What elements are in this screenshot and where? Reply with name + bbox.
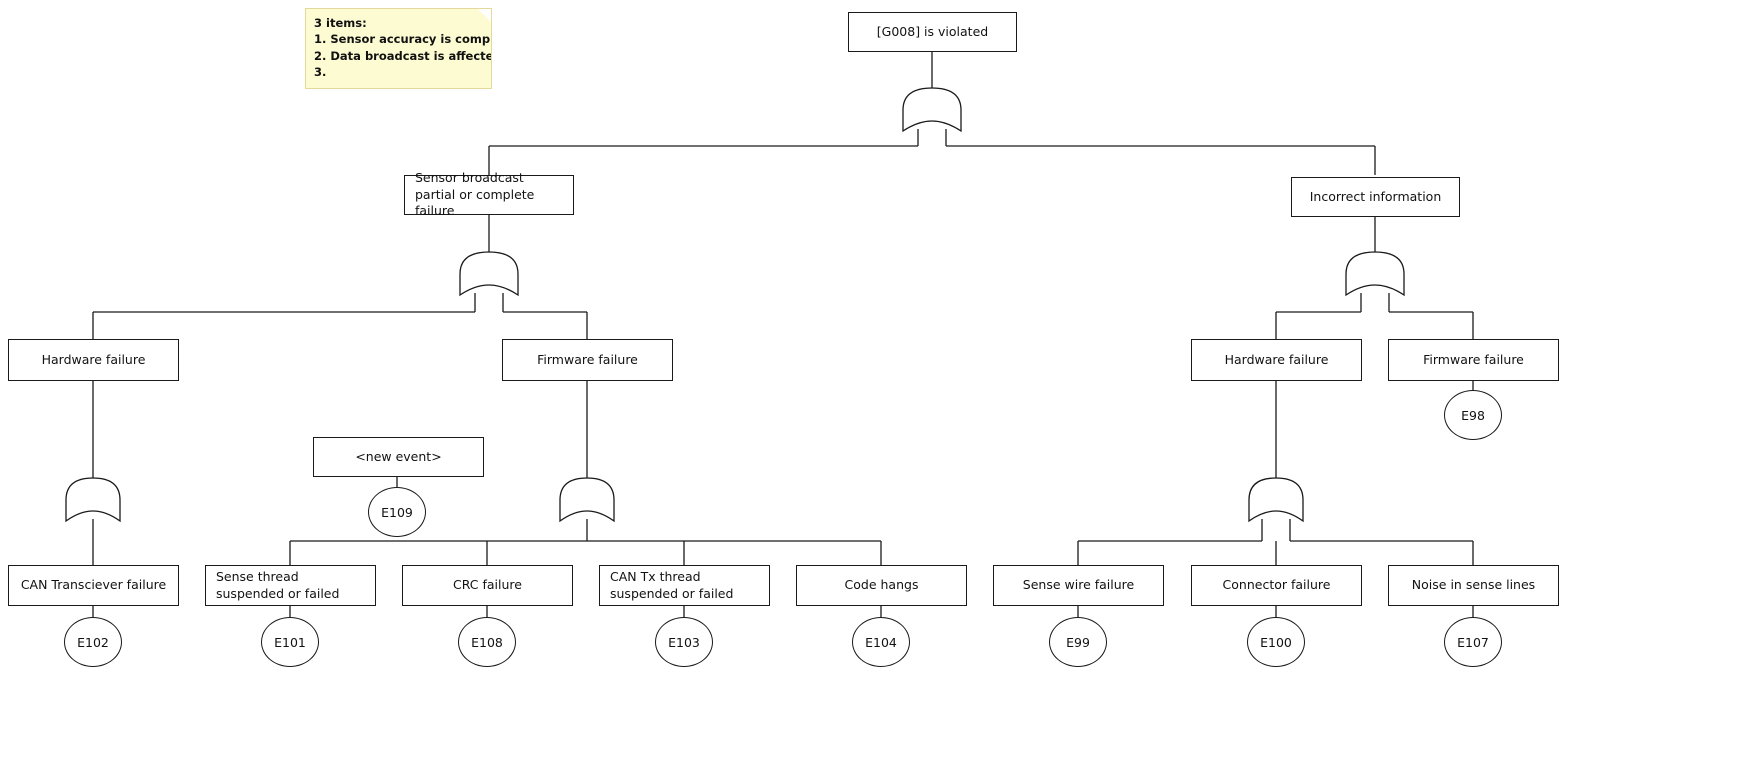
node-top-goal-label: [G008] is violated — [876, 23, 989, 39]
event-circle-e100[interactable]: E100 — [1247, 617, 1305, 667]
node-top-goal[interactable]: [G008] is violated — [848, 12, 1017, 52]
event-circle-e99[interactable]: E99 — [1049, 617, 1107, 667]
node-hardware-failure-left-label: Hardware failure — [41, 351, 146, 367]
node-new-event[interactable]: <new event> — [313, 437, 484, 477]
node-sense-thread-suspended[interactable]: Sense thread suspended or failed — [205, 565, 376, 606]
node-can-tx-thread-suspended-label: CAN Tx thread suspended or failed — [610, 568, 734, 601]
note-item-1: 1. Sensor accuracy is compromised — [314, 32, 492, 47]
event-circle-e102-label: E102 — [77, 634, 109, 650]
node-sense-thread-suspended-label: Sense thread suspended or failed — [216, 568, 340, 601]
event-circle-e98-label: E98 — [1461, 407, 1485, 423]
node-noise-in-sense-lines[interactable]: Noise in sense lines — [1388, 565, 1559, 606]
event-circle-e98[interactable]: E98 — [1444, 390, 1502, 440]
node-firmware-failure-right-label: Firmware failure — [1423, 351, 1524, 367]
event-circle-e101-label: E101 — [274, 634, 306, 650]
node-connector-failure-label: Connector failure — [1222, 577, 1331, 593]
event-circle-e100-label: E100 — [1260, 634, 1292, 650]
event-circle-e101[interactable]: E101 — [261, 617, 319, 667]
note-item-2: 2. Data broadcast is affected — [314, 48, 492, 63]
event-circle-e102[interactable]: E102 — [64, 617, 122, 667]
node-code-hangs-label: Code hangs — [844, 577, 919, 593]
sticky-note[interactable]: 3 items: 1. Sensor accuracy is compromis… — [305, 8, 492, 89]
event-circle-e103[interactable]: E103 — [655, 617, 713, 667]
node-firmware-failure-right[interactable]: Firmware failure — [1388, 339, 1559, 381]
node-can-tx-thread-suspended[interactable]: CAN Tx thread suspended or failed — [599, 565, 770, 606]
node-incorrect-information[interactable]: Incorrect information — [1291, 177, 1460, 217]
node-can-transceiver-failure-label: CAN Transciever failure — [20, 577, 167, 593]
node-hardware-failure-right[interactable]: Hardware failure — [1191, 339, 1362, 381]
node-connector-failure[interactable]: Connector failure — [1191, 565, 1362, 606]
node-sensor-broadcast-failure-label: Sensor broadcast partial or complete fai… — [415, 169, 535, 219]
note-header: 3 items: — [314, 16, 367, 30]
event-circle-e99-label: E99 — [1066, 634, 1090, 650]
node-new-event-label: <new event> — [355, 448, 442, 464]
node-crc-failure[interactable]: CRC failure — [402, 565, 573, 606]
node-incorrect-information-label: Incorrect information — [1309, 188, 1442, 204]
note-item-3: 3. — [314, 64, 327, 79]
event-circle-e103-label: E103 — [668, 634, 700, 650]
event-circle-e107[interactable]: E107 — [1444, 617, 1502, 667]
node-hardware-failure-left[interactable]: Hardware failure — [8, 339, 179, 381]
node-sensor-broadcast-failure[interactable]: Sensor broadcast partial or complete fai… — [404, 170, 574, 218]
event-circle-e107-label: E107 — [1457, 634, 1489, 650]
node-hardware-failure-right-label: Hardware failure — [1224, 351, 1329, 367]
node-firmware-failure-left-label: Firmware failure — [537, 351, 638, 367]
node-firmware-failure-left[interactable]: Firmware failure — [502, 339, 673, 381]
node-crc-failure-label: CRC failure — [453, 577, 522, 593]
event-circle-e108[interactable]: E108 — [458, 617, 516, 667]
event-circle-e104[interactable]: E104 — [852, 617, 910, 667]
event-circle-e104-label: E104 — [865, 634, 897, 650]
node-code-hangs[interactable]: Code hangs — [796, 565, 967, 606]
node-noise-in-sense-lines-label: Noise in sense lines — [1411, 577, 1536, 593]
event-circle-e108-label: E108 — [471, 634, 503, 650]
node-can-transceiver-failure[interactable]: CAN Transciever failure — [8, 565, 179, 606]
event-circle-e109-label: E109 — [381, 504, 413, 520]
node-sense-wire-failure[interactable]: Sense wire failure — [993, 565, 1164, 606]
event-circle-e109[interactable]: E109 — [368, 487, 426, 537]
node-sense-wire-failure-label: Sense wire failure — [1022, 577, 1135, 593]
